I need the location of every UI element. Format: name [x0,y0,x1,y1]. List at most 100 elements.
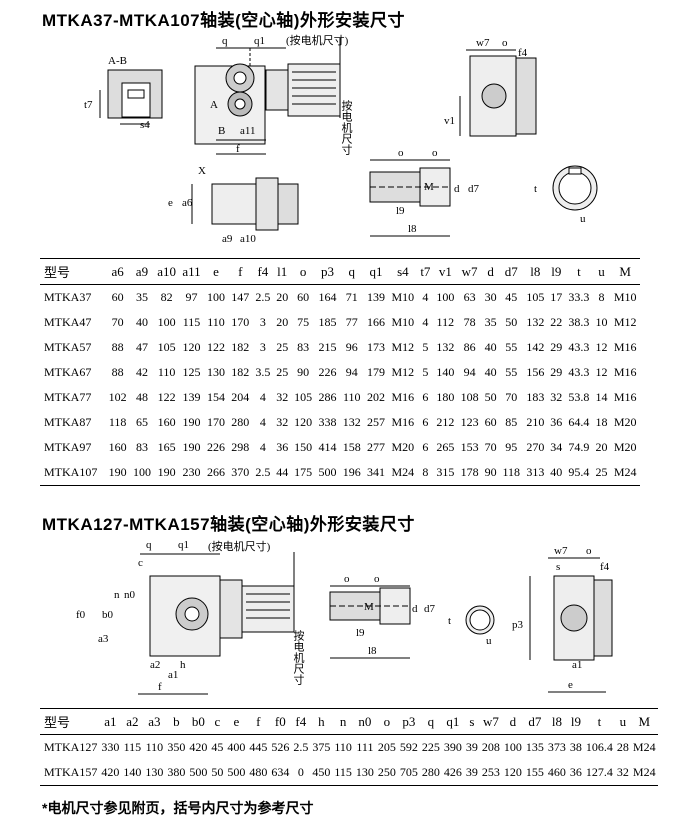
table-cell: 55 [505,365,518,379]
table-cell: 71 [345,290,358,304]
table-cell: 132 [526,315,545,329]
table-cell: 182 [231,340,250,354]
table-cell: MTKA87 [44,415,92,429]
table-cell: 20 [276,315,289,329]
shaft-o2-label: o [432,147,438,159]
a-label: A [210,99,218,111]
f-label-2: f [158,681,162,693]
table-cell: 120 [294,415,313,429]
a9-label: a9 [222,233,233,245]
table-cell: 226 [206,440,225,454]
table-cell: 32 [550,390,563,404]
table-cell: 592 [399,740,418,754]
table-cell: 132 [342,415,361,429]
table-cell: M12 [613,315,637,329]
header-cell: o [375,708,398,735]
table-cell: 125 [182,365,201,379]
table-cell: 315 [433,460,458,486]
table-cell: 85 [505,415,518,429]
hollow-shaft-section: t u [534,165,598,225]
table-cell: 212 [436,415,455,429]
header-cell: l9 [567,708,584,735]
table-cell: 14 [595,390,608,404]
header-cell: t7 [417,258,434,285]
table-cell: 25 [276,340,289,354]
table-cell: 83 [135,440,148,454]
table-cell: 110 [334,740,352,754]
table-cell: M16 [613,390,637,404]
table-cell: 60 [111,290,124,304]
shaft-o2-label-2: o [374,573,380,585]
table-cell: 338 [318,415,337,429]
header-cell: l8 [523,258,548,285]
table-cell: 414 [318,440,337,454]
header-cell: b [165,708,188,735]
table-cell: 460 [545,760,568,786]
table-cell: 123 [460,415,479,429]
a1-label: a1 [168,669,178,681]
table-cell: 8 [598,290,605,304]
table-cell: 173 [367,340,385,354]
u-label-2: u [486,635,492,647]
table-cell: 38 [569,740,582,754]
header-cell: t [565,258,593,285]
w7-label: w7 [476,37,490,49]
header-cell: e [225,708,248,735]
header-cell: f [228,258,253,285]
table-cell: 110 [157,365,176,379]
x-label: X [198,165,206,177]
table-cell: 135 [525,740,544,754]
table-cell: 100 [503,740,522,754]
table-cell: 64.4 [568,415,590,429]
s-label: s [556,561,560,573]
table-cell: M16 [391,390,415,404]
table-cell: 6 [422,390,429,404]
header-cell: d7 [523,708,546,735]
table-cell: 34 [550,440,563,454]
table-cell: 20 [276,290,289,304]
table-cell: M16 [391,415,415,429]
table-cell: 373 [547,740,566,754]
table-cell: 3 [259,315,266,329]
table-cell: 74.9 [568,440,590,454]
header-cell: 型号 [40,258,106,285]
table-cell: 205 [377,740,396,754]
a10-label: a10 [240,233,256,245]
table-cell: 500 [187,760,210,786]
shaft-o1-label-2: o [344,573,350,585]
header-cell: o [291,258,316,285]
table-cell: 10 [595,315,608,329]
table-cell: 280 [231,415,250,429]
table-cell: 127.4 [583,760,615,786]
table-cell: 112 [436,315,455,329]
section1-title: MTKA37-MTKA107轴装(空心轴)外形安装尺寸 [42,11,405,30]
table-cell: 100 [129,460,155,486]
table-cell: 130 [206,365,225,379]
table-cell: 6 [422,415,429,429]
table-cell: 86 [463,340,476,354]
table-cell: 40 [135,315,148,329]
table-cell: 115 [123,740,142,754]
a3-label: a3 [98,633,109,645]
f-label: f [236,143,240,155]
table-cell: 95 [505,440,518,454]
header-cell: s4 [388,258,418,285]
shaft-view-2: o o M d d7 l9 l8 [329,573,436,659]
header-cell: a1 [99,708,122,735]
table-cell: 170 [206,415,225,429]
table-cell: 150 [294,440,313,454]
header-cell: q1 [363,258,389,285]
table-cell: 43.3 [568,340,590,354]
table-cell: 190 [182,415,201,429]
header-cell: w7 [479,708,502,735]
table-cell: 100 [436,290,455,304]
e-label-2: e [568,679,573,691]
table-cell: 280 [419,760,442,786]
a11-label: a11 [240,125,255,137]
table-cell: 0 [291,760,311,786]
table-cell: 36 [276,440,289,454]
table-cell: M12 [391,365,415,379]
table-cell: 450 [310,760,333,786]
